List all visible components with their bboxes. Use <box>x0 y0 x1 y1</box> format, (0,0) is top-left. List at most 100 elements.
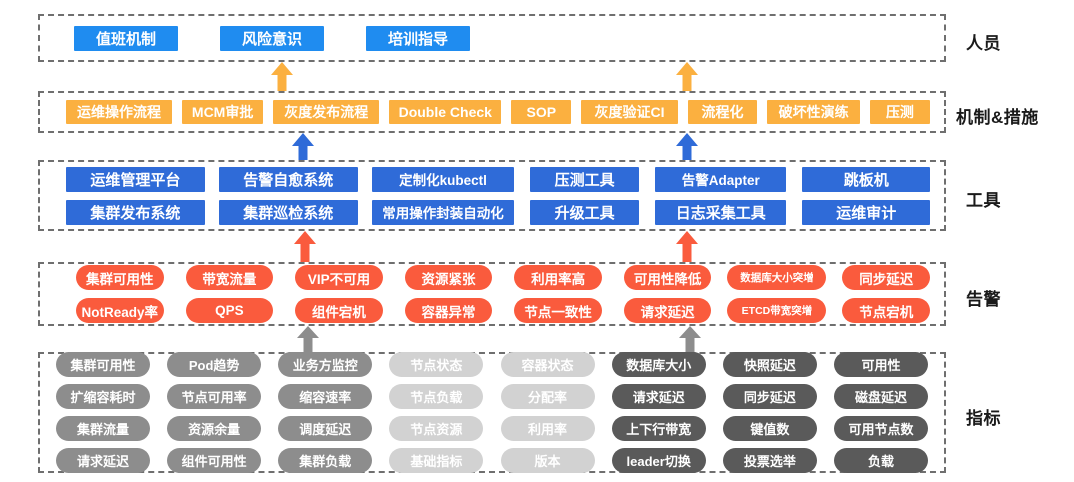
alert-chip-1-1[interactable]: QPS <box>185 298 274 323</box>
metrics-column-4: 容器状态分配率利用率版本 <box>500 352 595 473</box>
metrics-column-6: 快照延迟同步延迟键值数投票选举 <box>722 352 817 473</box>
metric-chip-1-3[interactable]: 组件可用性 <box>167 448 262 473</box>
metric-chip-1-0[interactable]: Pod趋势 <box>167 352 262 377</box>
metric-chip-5-1[interactable]: 请求延迟 <box>611 384 706 409</box>
tool-chip-1-4[interactable]: 日志采集工具 <box>655 199 787 225</box>
alert-chip-0-7[interactable]: 同步延迟 <box>842 265 931 290</box>
metric-chip-7-0[interactable]: 可用性 <box>833 352 928 377</box>
metric-chip-4-3[interactable]: 版本 <box>500 448 595 473</box>
arrow-tools-to-mechanism-left <box>288 133 318 160</box>
layer-content-people: 值班机制 风险意识 培训指导 <box>40 16 944 60</box>
metric-chip-2-2[interactable]: 调度延迟 <box>278 416 373 441</box>
mechanism-chip-0[interactable]: 运维操作流程 <box>66 100 172 124</box>
tool-chip-0-3[interactable]: 压测工具 <box>530 166 640 192</box>
metric-chip-6-0[interactable]: 快照延迟 <box>722 352 817 377</box>
layer-caption-metrics: 指标 <box>966 409 1001 428</box>
people-chip-2[interactable]: 培训指导 <box>366 25 470 51</box>
layer-content-alerts: 集群可用性带宽流量 VIP不可用资源紧张利用率高可用性降低数据库大小突增同步延迟 N… <box>40 264 944 324</box>
metric-chip-0-2[interactable]: 集群流量 <box>56 416 150 441</box>
metric-chip-4-0[interactable]: 容器状态 <box>500 352 595 377</box>
metric-chip-5-3[interactable]: leader切换 <box>611 448 706 473</box>
metric-chip-6-3[interactable]: 投票选举 <box>722 448 817 473</box>
people-chip-0[interactable]: 值班机制 <box>74 25 178 51</box>
metric-chip-2-0[interactable]: 业务方监控 <box>278 352 373 377</box>
layer-caption-tools: 工具 <box>966 191 1001 210</box>
metric-chip-4-1[interactable]: 分配率 <box>500 384 595 409</box>
tool-chip-1-3[interactable]: 升级工具 <box>530 199 640 225</box>
metric-chip-1-1[interactable]: 节点可用率 <box>167 384 262 409</box>
mechanism-chip-3[interactable]: Double Check <box>389 100 502 124</box>
layer-band-people: 值班机制 风险意识 培训指导 <box>38 14 946 62</box>
tools-row-1: 集群发布系统集群巡检系统常用操作封装自动化升级工具日志采集工具运维审计 <box>54 199 930 225</box>
layer-content-tools: 运维管理平台告警自愈系统定制化kubectl 压测工具告警Adapter 跳板机集群… <box>40 162 944 229</box>
metrics-column-0: 集群可用性扩缩容耗时集群流量请求延迟 <box>56 352 150 473</box>
people-chip-1[interactable]: 风险意识 <box>220 25 324 51</box>
tool-chip-0-0[interactable]: 运维管理平台 <box>66 166 205 192</box>
mechanism-chip-1[interactable]: MCM审批 <box>181 100 264 124</box>
tool-chip-1-1[interactable]: 集群巡检系统 <box>218 199 358 225</box>
metrics-column-1: Pod趋势节点可用率资源余量组件可用性 <box>167 352 262 473</box>
alert-chip-0-5[interactable]: 可用性降低 <box>623 265 712 290</box>
layer-band-tools: 运维管理平台告警自愈系统定制化kubectl 压测工具告警Adapter 跳板机集群… <box>38 160 946 231</box>
alert-chip-1-5[interactable]: 请求延迟 <box>623 298 712 323</box>
people-row: 值班机制 风险意识 培训指导 <box>54 25 930 51</box>
arrow-tools-to-mechanism-right <box>672 133 702 160</box>
metric-chip-2-3[interactable]: 集群负载 <box>278 448 373 473</box>
alert-chip-0-0[interactable]: 集群可用性 <box>76 265 164 290</box>
alert-chip-0-1[interactable]: 带宽流量 <box>185 265 274 290</box>
tool-chip-0-5[interactable]: 跳板机 <box>802 166 930 192</box>
alert-chip-1-7[interactable]: 节点宕机 <box>842 298 931 323</box>
mechanism-chip-5[interactable]: 灰度验证CI <box>581 100 678 124</box>
tool-chip-1-2[interactable]: 常用操作封装自动化 <box>371 199 515 225</box>
arrow-metrics-to-alerts-left <box>293 326 323 352</box>
metric-chip-6-2[interactable]: 键值数 <box>722 416 817 441</box>
metrics-column-5: 数据库大小请求延迟上下行带宽 leader切换 <box>611 352 706 473</box>
arrow-metrics-to-alerts-right <box>675 326 705 352</box>
mechanism-chip-6[interactable]: 流程化 <box>687 100 758 124</box>
alert-chip-1-4[interactable]: 节点一致性 <box>514 298 602 323</box>
alerts-row-0: 集群可用性带宽流量 VIP不可用资源紧张利用率高可用性降低数据库大小突增同步延迟 <box>54 265 931 290</box>
metric-chip-2-1[interactable]: 缩容速率 <box>278 384 373 409</box>
arrow-alerts-to-tools-right <box>672 231 702 262</box>
mechanism-chip-4[interactable]: SOP <box>511 100 572 124</box>
alert-chip-0-6[interactable]: 数据库大小突增 <box>727 265 827 290</box>
alert-chip-0-4[interactable]: 利用率高 <box>514 265 602 290</box>
tool-chip-0-2[interactable]: 定制化kubectl <box>371 166 515 192</box>
metric-chip-0-1[interactable]: 扩缩容耗时 <box>56 384 150 409</box>
mechanism-chip-7[interactable]: 破坏性演练 <box>767 100 860 124</box>
alert-chip-0-3[interactable]: 资源紧张 <box>404 265 493 290</box>
mechanism-chip-2[interactable]: 灰度发布流程 <box>273 100 380 124</box>
metric-chip-6-1[interactable]: 同步延迟 <box>722 384 817 409</box>
layer-band-mechanism: 运维操作流程 MCM审批灰度发布流程 Double Check SOP 灰度验证CI 流程… <box>38 91 946 133</box>
layer-caption-alerts: 告警 <box>966 290 1001 309</box>
metric-chip-0-0[interactable]: 集群可用性 <box>56 352 150 377</box>
metric-chip-5-0[interactable]: 数据库大小 <box>611 352 706 377</box>
metric-chip-7-3[interactable]: 负载 <box>833 448 928 473</box>
metric-chip-3-0[interactable]: 节点状态 <box>389 352 484 377</box>
tool-chip-0-1[interactable]: 告警自愈系统 <box>218 166 358 192</box>
metric-chip-7-1[interactable]: 磁盘延迟 <box>833 384 928 409</box>
alert-chip-1-3[interactable]: 容器异常 <box>404 298 493 323</box>
metric-chip-3-1[interactable]: 节点负载 <box>389 384 484 409</box>
metric-chip-7-2[interactable]: 可用节点数 <box>833 416 928 441</box>
alert-chip-0-2[interactable]: VIP不可用 <box>295 265 383 290</box>
mechanism-chip-8[interactable]: 压测 <box>869 100 930 124</box>
metric-chip-5-2[interactable]: 上下行带宽 <box>611 416 706 441</box>
metric-chip-3-2[interactable]: 节点资源 <box>389 416 484 441</box>
tool-chip-1-0[interactable]: 集群发布系统 <box>66 199 205 225</box>
tool-chip-1-5[interactable]: 运维审计 <box>802 199 930 225</box>
alert-chip-1-6[interactable]: ETCD带宽突增 <box>727 298 827 323</box>
layer-caption-people: 人员 <box>966 34 1001 53</box>
alert-chip-1-2[interactable]: 组件宕机 <box>295 298 383 323</box>
tool-chip-0-4[interactable]: 告警Adapter <box>655 166 787 192</box>
layer-caption-mechanism: 机制&措施 <box>956 108 1039 127</box>
metric-chip-1-2[interactable]: 资源余量 <box>167 416 262 441</box>
layer-band-alerts: 集群可用性带宽流量 VIP不可用资源紧张利用率高可用性降低数据库大小突增同步延迟 N… <box>38 262 946 326</box>
metric-chip-4-2[interactable]: 利用率 <box>500 416 595 441</box>
metric-chip-3-3[interactable]: 基础指标 <box>389 448 484 473</box>
alert-chip-1-0[interactable]: NotReady率 <box>76 298 164 323</box>
arrow-mechanism-to-people-left <box>267 62 297 91</box>
metric-chip-0-3[interactable]: 请求延迟 <box>56 448 150 473</box>
